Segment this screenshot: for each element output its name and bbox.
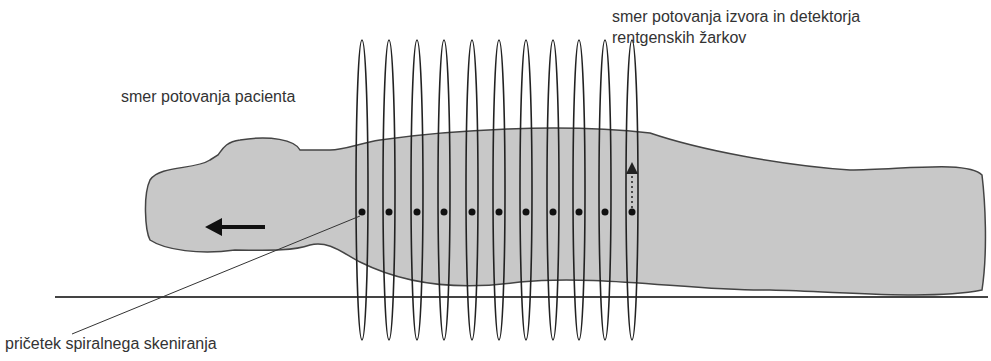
rotation-arrow (631, 168, 633, 208)
spiral-loop (438, 40, 450, 340)
spiral-loop (466, 40, 478, 340)
scan-start-label: pričetek spiralnega skeniranja (5, 333, 325, 354)
scan-dot (441, 209, 448, 216)
spiral-loop (411, 40, 423, 340)
leader-line (72, 216, 360, 334)
scan-dot (550, 209, 557, 216)
patient-direction-arrow (205, 218, 265, 236)
scan-dot (602, 209, 609, 216)
spiral-loop (383, 40, 395, 340)
scan-dot (576, 209, 583, 216)
scan-dot (386, 209, 393, 216)
spiral-loop (626, 40, 638, 340)
scan-dot (496, 209, 503, 216)
detector-direction-label: smer potovanja izvora in detektorja rent… (612, 6, 912, 48)
scan-dot (414, 209, 421, 216)
spiral-loop (573, 40, 585, 340)
patient-direction-label: smer potovanja pacienta (121, 86, 381, 107)
spiral-loop (356, 40, 368, 340)
spiral-loop (599, 40, 611, 340)
spiral-loop (493, 40, 505, 340)
spiral-loop (520, 40, 532, 340)
scan-dot (469, 209, 476, 216)
patient-body (145, 128, 985, 295)
scan-dot (523, 209, 530, 216)
spiral-loops (356, 40, 638, 340)
scan-dot (629, 209, 636, 216)
scan-dot (359, 209, 366, 216)
spiral-loop (547, 40, 559, 340)
